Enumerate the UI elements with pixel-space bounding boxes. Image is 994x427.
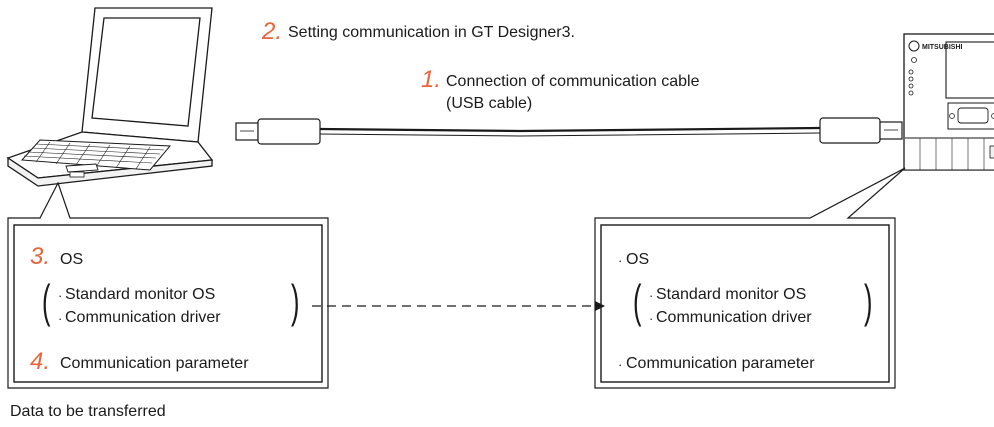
right-bullet-os: · <box>618 253 623 268</box>
left-close-paren: ) <box>291 275 300 327</box>
transfer-caption: Data to be transferred <box>10 403 166 420</box>
got-device-icon: MITSUBISHI <box>903 33 994 171</box>
device-brand: MITSUBISHI <box>922 44 963 51</box>
left-communication-parameter: Communication parameter <box>60 355 249 372</box>
left-bullet-1: · <box>58 288 63 303</box>
step2-number: 2. <box>262 18 283 45</box>
left-item-standard-monitor-os: Standard monitor OS <box>65 286 216 303</box>
step1-label-line1: Connection of communication cable <box>446 73 700 90</box>
left-bullet-2: · <box>58 311 63 326</box>
left-callout-box <box>7 181 329 389</box>
right-os-label: OS <box>626 251 650 268</box>
step1-label-line2: (USB cable) <box>446 95 533 112</box>
right-item-communication-driver: Communication driver <box>656 309 812 326</box>
right-close-paren: ) <box>864 275 873 327</box>
right-communication-parameter: Communication parameter <box>626 355 815 372</box>
step1-number: 1. <box>421 66 442 93</box>
right-bullet-2: · <box>649 311 654 326</box>
usb-cable-icon <box>235 117 903 145</box>
step3-number: 3. <box>30 243 51 270</box>
step2-label: Setting communication in GT Designer3. <box>288 24 575 41</box>
right-open-paren: ( <box>633 275 642 327</box>
right-bullet-param: · <box>618 357 623 372</box>
right-item-standard-monitor-os: Standard monitor OS <box>656 286 807 303</box>
right-bullet-1: · <box>649 288 654 303</box>
laptop-icon <box>6 7 214 187</box>
left-item-communication-driver: Communication driver <box>65 309 221 326</box>
step4-number: 4. <box>30 348 51 375</box>
left-open-paren: ( <box>42 275 51 327</box>
left-os-label: OS <box>60 251 84 268</box>
